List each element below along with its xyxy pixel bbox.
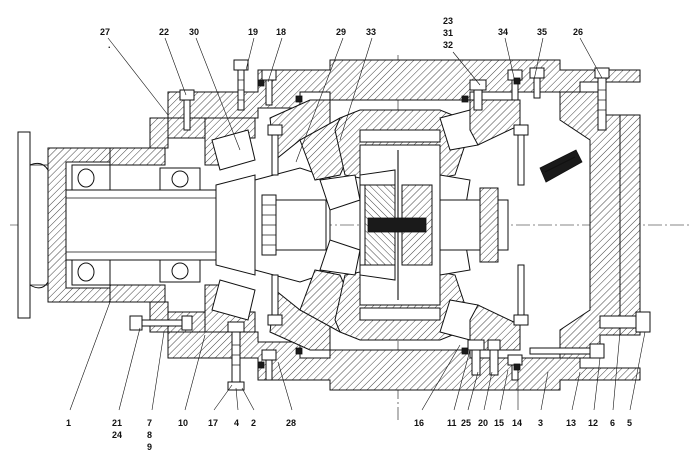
callout-23: 23	[443, 16, 453, 26]
callout-24: 24	[112, 430, 122, 440]
callout-27: 27	[100, 27, 110, 37]
callout-28: 28	[286, 418, 296, 428]
callout-10: 10	[178, 418, 188, 428]
callout-30: 30	[189, 27, 199, 37]
callout-1: 1	[66, 418, 71, 428]
callout-13: 13	[566, 418, 576, 428]
callout-22: 22	[159, 27, 169, 37]
callout-12: 12	[588, 418, 598, 428]
callout-18: 18	[276, 27, 286, 37]
callout-32: 32	[443, 40, 453, 50]
bolts	[129, 59, 651, 391]
pinion-bearing	[204, 117, 256, 333]
callout-35: 35	[537, 27, 547, 37]
callout-11: 11	[447, 418, 457, 428]
callout-33: 33	[366, 27, 376, 37]
callout-26: 26	[573, 27, 583, 37]
output-shaft	[439, 187, 509, 263]
callout-20: 20	[478, 418, 488, 428]
callout-14: 14	[512, 418, 522, 428]
callout-2: 2	[251, 418, 256, 428]
differential-gears	[319, 144, 471, 306]
callout-7: 7	[147, 418, 152, 428]
callout-29: 29	[336, 27, 346, 37]
callout-17: 17	[208, 418, 218, 428]
callout-6: 6	[610, 418, 615, 428]
callout-34: 34	[498, 27, 508, 37]
callout-16: 16	[414, 418, 424, 428]
seals	[257, 77, 521, 371]
callout-4: 4	[234, 418, 239, 428]
input-shaft-bearings	[71, 164, 201, 286]
callout-labels: 27 . 22 30 19 18 29 33 23 31 32 34 35 26…	[66, 16, 632, 452]
callout-19: 19	[248, 27, 258, 37]
callout-21: 21	[112, 418, 122, 428]
drive-pinion	[254, 167, 331, 283]
callout-9: 9	[147, 442, 152, 452]
callout-5: 5	[627, 418, 632, 428]
callout-8: 8	[147, 430, 152, 440]
callout-3: 3	[538, 418, 543, 428]
input-flange	[17, 131, 111, 319]
callout-15: 15	[494, 418, 504, 428]
stray-mark: .	[108, 40, 111, 50]
leader-lines	[69, 37, 646, 411]
callout-25: 25	[461, 418, 471, 428]
right-bearings	[439, 99, 521, 351]
oil-plug	[539, 149, 583, 183]
callout-31: 31	[443, 28, 453, 38]
